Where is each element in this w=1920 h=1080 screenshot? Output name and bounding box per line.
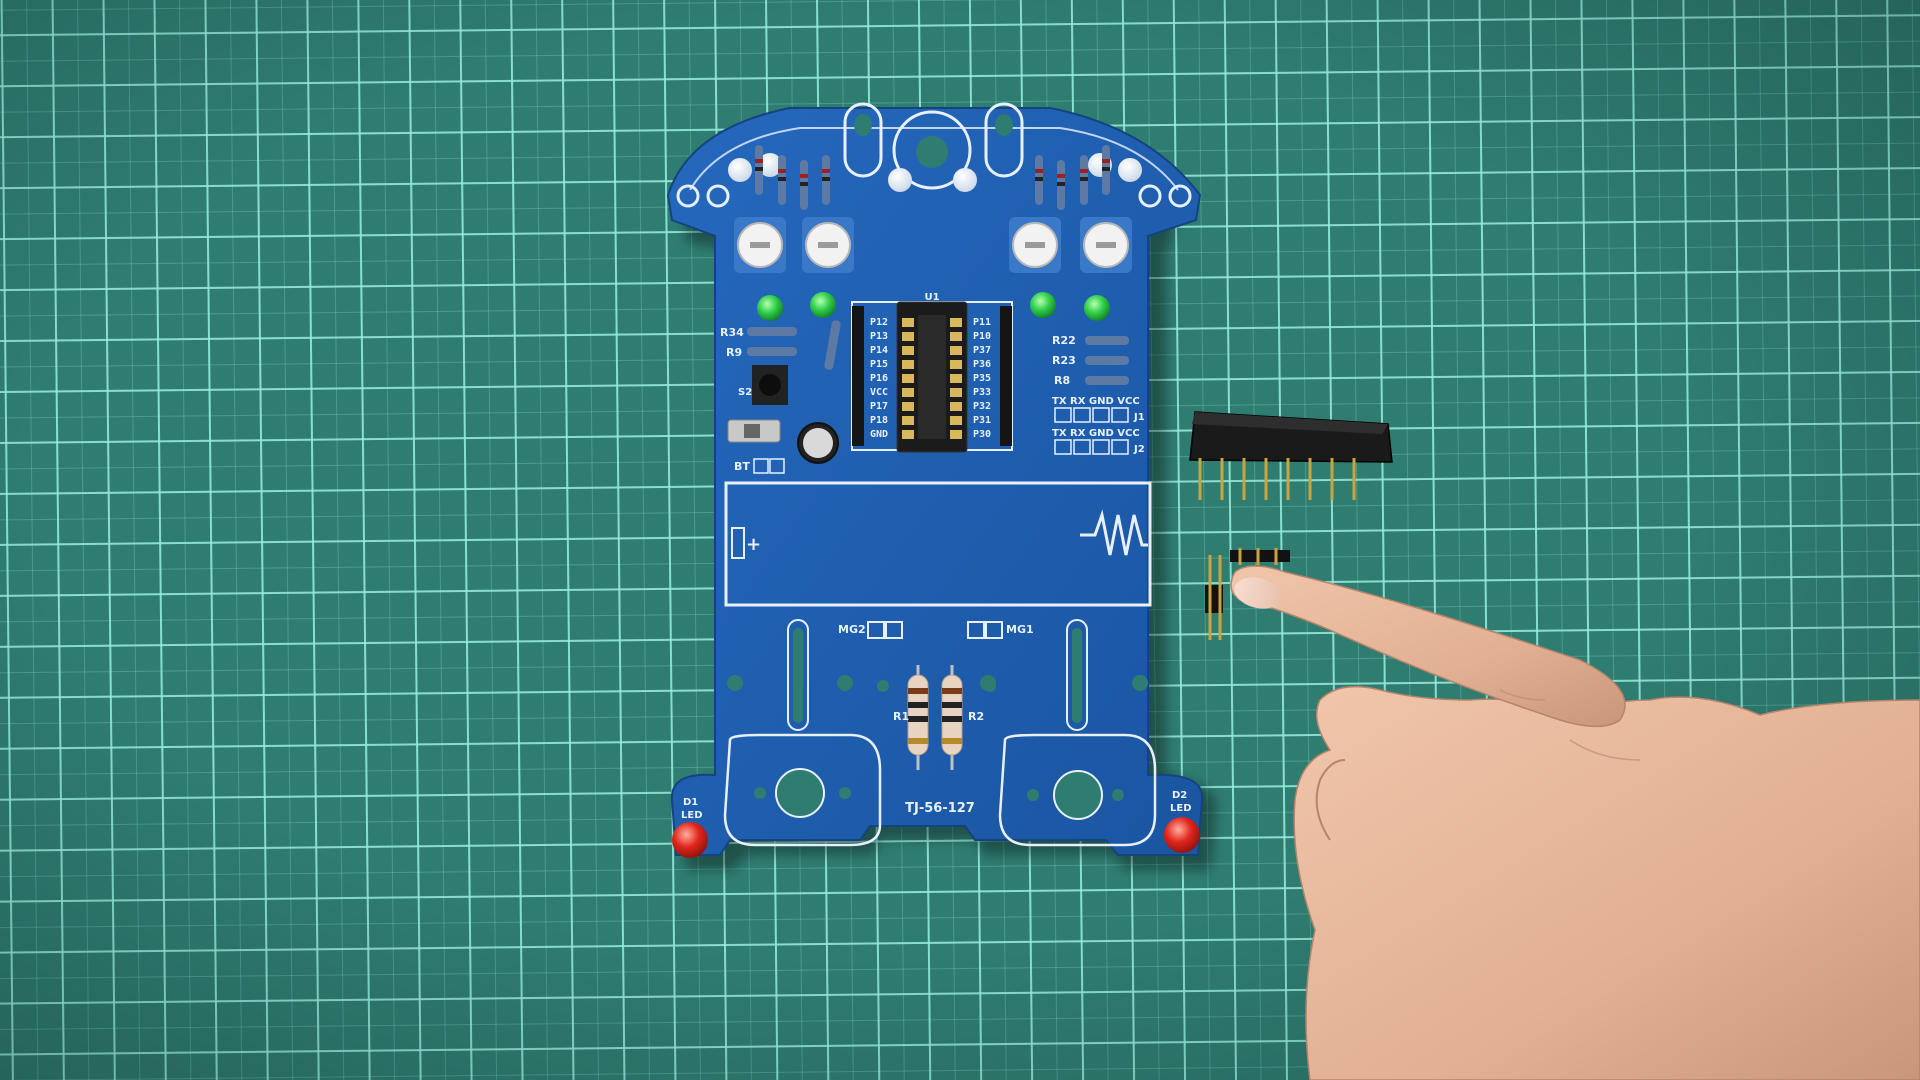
- pin-label-right: P33: [973, 387, 991, 398]
- label-j2: J2: [1133, 444, 1145, 455]
- green-leds: [757, 292, 1110, 321]
- socket-pin: [902, 416, 914, 425]
- resistor-r1: [907, 665, 929, 770]
- label-d2: D2: [1172, 790, 1187, 801]
- socket-pin: [902, 402, 914, 411]
- dip-socket-pins: [902, 318, 962, 439]
- battery-outline: [724, 481, 1152, 607]
- pin-label-right: P10: [973, 331, 991, 342]
- label-r23: R23: [1052, 354, 1076, 367]
- socket-pin: [902, 332, 914, 341]
- pin-label-right: P11: [973, 317, 991, 328]
- red-led-d1: [672, 822, 708, 858]
- socket-pin: [950, 360, 962, 369]
- pin-label-right: P30: [973, 429, 991, 440]
- pin-label-left: P18: [870, 415, 888, 426]
- label-bt: BT: [734, 460, 750, 473]
- socket-pin: [902, 430, 914, 439]
- pin-label-left: P16: [870, 373, 888, 384]
- pin-label-left: P13: [870, 331, 888, 342]
- label-r1: R1: [893, 710, 909, 723]
- hand: [1230, 565, 1920, 1080]
- pin-label-right: P35: [973, 373, 991, 384]
- socket-pin: [950, 402, 962, 411]
- socket-pin: [902, 374, 914, 383]
- label-r22: R22: [1052, 334, 1076, 347]
- pin-label-left: P14: [870, 345, 888, 356]
- socket-pin: [950, 416, 962, 425]
- pin-label-left: GND: [870, 429, 888, 440]
- socket-pin: [902, 346, 914, 355]
- socket-pin: [902, 388, 914, 397]
- pin-label-right: P36: [973, 359, 991, 370]
- pin-label-left: VCC: [870, 387, 888, 398]
- label-mg2: MG2: [838, 623, 866, 636]
- pin-label-right: P37: [973, 345, 991, 356]
- label-r2: R2: [968, 710, 984, 723]
- pin-label-left: P17: [870, 401, 888, 412]
- socket-pin: [950, 346, 962, 355]
- ic-label: U1: [924, 292, 939, 303]
- label-d2-led: LED: [1170, 803, 1192, 814]
- header-pins: [1198, 458, 1356, 500]
- female-pin-header: [1189, 411, 1393, 500]
- socket-pin: [950, 388, 962, 397]
- pin-label-right: P32: [973, 401, 991, 412]
- label-s2: S2: [738, 387, 752, 398]
- ir-emitters: [728, 153, 1142, 192]
- board-model-label: TJ-56-127: [905, 801, 975, 816]
- uart-bottom-label: TX RX GND VCC: [1052, 428, 1140, 439]
- red-led-d2: [1164, 817, 1200, 853]
- label-r9: R9: [726, 346, 742, 359]
- label-r8: R8: [1054, 374, 1070, 387]
- socket-pin: [902, 360, 914, 369]
- top-resistors: [755, 145, 1110, 210]
- uart-top-label: TX RX GND VCC: [1052, 396, 1140, 407]
- resistor-r2: [941, 665, 963, 770]
- battery-plus: +: [746, 534, 761, 555]
- pin-label-left: P12: [870, 317, 888, 328]
- pin-label-right: P31: [973, 415, 991, 426]
- label-d1: D1: [683, 797, 698, 808]
- socket-pin: [950, 374, 962, 383]
- male-pin-header: [1205, 548, 1290, 640]
- socket-pin: [950, 430, 962, 439]
- label-r34: R34: [720, 326, 744, 339]
- socket-pin: [950, 318, 962, 327]
- pin-label-left: P15: [870, 359, 888, 370]
- label-j1: J1: [1133, 412, 1145, 423]
- socket-pin: [950, 332, 962, 341]
- label-mg1: MG1: [1006, 623, 1034, 636]
- label-d1-led: LED: [681, 810, 703, 821]
- socket-pin: [902, 318, 914, 327]
- index-finger: [1230, 565, 1626, 728]
- trimmer-potentiometers: [734, 217, 1132, 273]
